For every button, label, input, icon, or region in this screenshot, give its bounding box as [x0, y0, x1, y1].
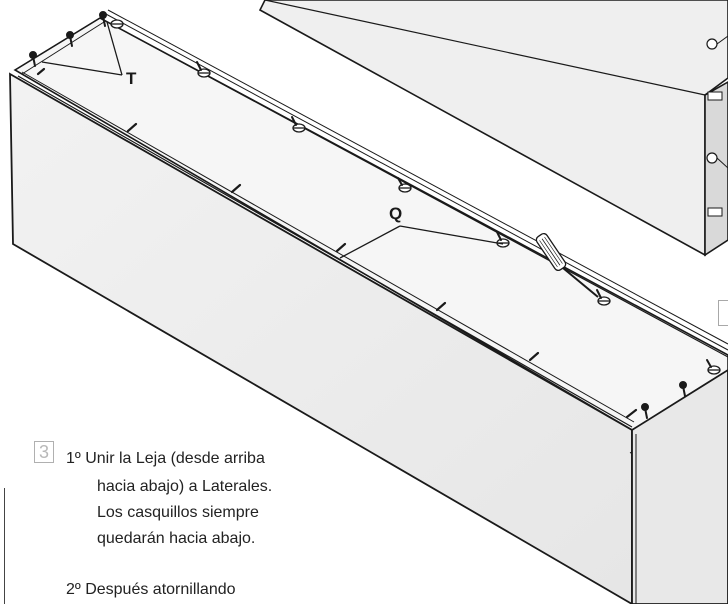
fitting	[292, 123, 306, 133]
instruction-line-1: 1º Unir la Leja (desde arriba	[66, 448, 265, 470]
instruction-line-4: quedarán hacia abajo.	[97, 530, 256, 547]
label-t: T	[126, 69, 137, 88]
screwdriver-icon	[535, 232, 599, 298]
instruction-line-5: 2º Después atornillando	[66, 579, 236, 601]
fitting	[398, 183, 412, 193]
label-q: Q	[389, 204, 402, 223]
front-rail-screws	[36, 67, 638, 419]
step-number-box: 3	[34, 441, 54, 463]
t-screws	[29, 11, 687, 419]
back-rail-fittings	[110, 19, 721, 375]
fitting	[197, 68, 211, 78]
instruction-line-2: hacia abajo) a Laterales.	[97, 478, 273, 495]
t-leader-lines	[41, 21, 123, 76]
q-leader-lines	[339, 225, 504, 259]
upper-right-panel	[258, 0, 728, 257]
instruction-5-prefix: 2º	[66, 581, 81, 598]
step-number: 3	[38, 442, 49, 462]
instruction-1-prefix: 1º	[66, 450, 81, 467]
fitting	[707, 365, 721, 375]
fitting	[110, 19, 124, 29]
back-rail-pins	[196, 61, 712, 368]
instruction-line-3: Los casquillos siempre	[97, 504, 259, 521]
left-margin-bracket	[0, 488, 5, 604]
instruction-1-text: Unir la Leja (desde arriba	[85, 450, 265, 467]
main-box	[9, 9, 728, 604]
side-panel-box	[718, 300, 728, 326]
instruction-5-text: Después atornillando	[85, 581, 236, 598]
fitting	[597, 296, 611, 306]
